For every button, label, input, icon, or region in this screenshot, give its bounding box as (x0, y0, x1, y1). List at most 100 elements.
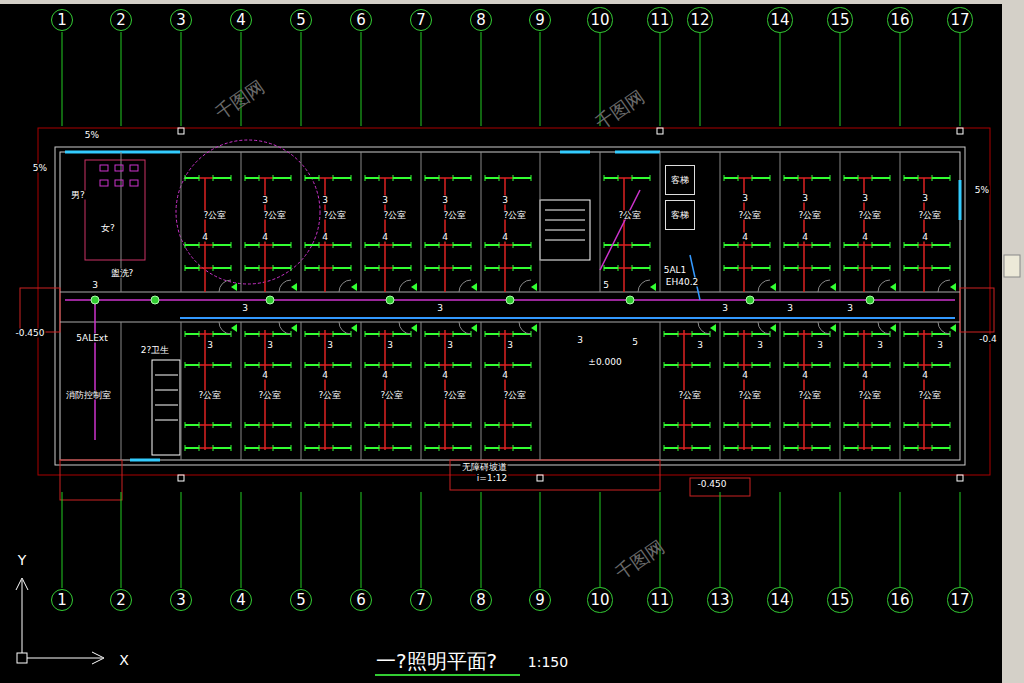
fluorescent-lamp (393, 424, 411, 426)
fluorescent-lamp (213, 447, 231, 449)
fluorescent-lamp (904, 447, 918, 449)
lamp-end (333, 331, 334, 337)
wire (199, 244, 213, 246)
lamp-end (333, 445, 334, 451)
axis-number: 6 (356, 593, 366, 608)
fluorescent-lamp (752, 244, 770, 246)
fluorescent-lamp (844, 333, 858, 335)
fluorescent-lamp (872, 177, 890, 179)
partition-wall (121, 322, 122, 460)
wire (259, 424, 273, 426)
lamp-end (393, 265, 394, 271)
lamp-end (724, 265, 725, 271)
circuit-number: 3 (696, 341, 704, 350)
fluorescent-lamp (812, 424, 830, 426)
lamp-end (333, 265, 334, 271)
lamp-end (471, 265, 472, 271)
elevator-label: 客梯 (671, 211, 689, 220)
lamp-end (453, 242, 454, 248)
lamp-end (379, 331, 380, 337)
fluorescent-lamp (844, 267, 858, 269)
lamp-end (291, 242, 292, 248)
stair-outline (152, 360, 180, 455)
circuit-number: 3 (321, 196, 329, 205)
circuit-number: 4 (501, 233, 509, 242)
lamp-end (333, 242, 334, 248)
lamp-end (950, 422, 951, 428)
fluorescent-lamp (872, 267, 890, 269)
lamp-end (231, 175, 232, 181)
lamp-end (904, 331, 905, 337)
lamp-end (724, 422, 725, 428)
door-swing (698, 322, 710, 334)
fluorescent-lamp (365, 333, 379, 335)
axis-number: 17 (950, 13, 969, 28)
wire (319, 177, 333, 179)
lamp-end (213, 175, 214, 181)
lamp-end (738, 331, 739, 337)
wire (798, 244, 812, 246)
lamp-end (531, 265, 532, 271)
axis-number: 14 (770, 13, 789, 28)
room-name: ?公室 (918, 211, 943, 220)
lamp-end (273, 362, 274, 368)
wire (798, 333, 812, 335)
lamp-end (890, 175, 891, 181)
lamp-end (199, 331, 200, 337)
switch (770, 324, 776, 332)
room-name: ?公室 (738, 391, 763, 400)
lamp-end (872, 242, 873, 248)
fluorescent-lamp (333, 424, 351, 426)
fluorescent-lamp (453, 177, 471, 179)
lamp-end (213, 265, 214, 271)
axis-bubble: 5 (290, 9, 312, 31)
lamp-end (844, 175, 845, 181)
fluorescent-lamp (185, 177, 199, 179)
wire (600, 190, 640, 270)
wire (319, 447, 333, 449)
lamp-end (618, 265, 619, 271)
fluorescent-lamp (453, 424, 471, 426)
wire (199, 333, 213, 335)
fluorescent-lamp (425, 267, 439, 269)
fluorescent-lamp (485, 447, 499, 449)
lamp-end (291, 362, 292, 368)
circuit-number: 4 (861, 233, 869, 242)
partition-wall (840, 322, 841, 460)
lamp-end (724, 331, 725, 337)
axis-line (361, 492, 362, 588)
fluorescent-lamp (273, 447, 291, 449)
lamp-end (273, 445, 274, 451)
axis-bubble: 3 (170, 9, 192, 31)
room-name: ?公室 (503, 211, 528, 220)
axis-bubble: 4 (230, 9, 252, 31)
toilet-fixture (100, 165, 108, 171)
lamp-end (664, 445, 665, 451)
circuit-number: 3 (441, 196, 449, 205)
lamp-end (351, 362, 352, 368)
fluorescent-lamp (333, 177, 351, 179)
column (178, 128, 184, 134)
room-name: ?公室 (323, 211, 348, 220)
axis-bubble: 14 (767, 587, 792, 612)
lamp-end (844, 445, 845, 451)
axis-number: 10 (590, 593, 609, 608)
lamp-end (291, 175, 292, 181)
switch (291, 283, 297, 291)
fluorescent-lamp (393, 267, 411, 269)
lamp-end (305, 265, 306, 271)
partition-wall (900, 152, 901, 292)
circuit-number: 3 (816, 341, 824, 350)
lamp-end (199, 265, 200, 271)
fluorescent-lamp (904, 424, 918, 426)
wire (199, 447, 213, 449)
wire (439, 267, 453, 269)
axis-number: 3 (176, 593, 186, 608)
lamp-end (724, 445, 725, 451)
lamp-end (531, 362, 532, 368)
toilet-fixture (100, 180, 108, 186)
lamp-end (485, 422, 486, 428)
lamp-end (245, 265, 246, 271)
window (615, 151, 660, 154)
fluorescent-lamp (425, 364, 439, 366)
